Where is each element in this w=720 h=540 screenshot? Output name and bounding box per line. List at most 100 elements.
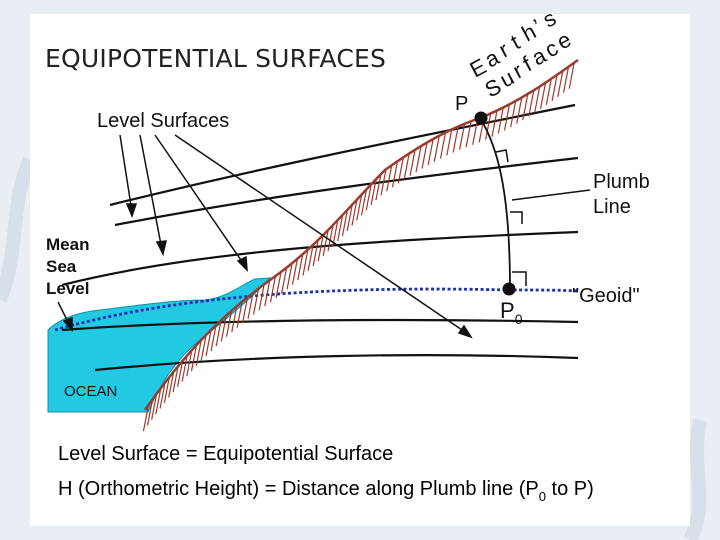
level-surfaces-label: Level Surfaces — [97, 110, 229, 132]
terrain-hatch — [465, 121, 472, 148]
terrain-hatch — [568, 62, 575, 89]
terrain-hatch — [528, 90, 535, 117]
right-angle-marker-1 — [495, 149, 509, 163]
terrain-hatch — [205, 329, 212, 356]
terrain-hatch — [181, 355, 188, 382]
caption-line-2: H (Orthometric Height) = Distance along … — [58, 478, 594, 504]
terrain-hatch — [397, 157, 404, 184]
point-p0-marker — [502, 282, 516, 296]
terrain-hatch — [386, 165, 393, 192]
caption-line-1: Level Surface = Equipotential Surface — [58, 443, 394, 465]
right-angle-marker-2 — [510, 211, 523, 224]
terrain-hatch — [433, 135, 440, 162]
terrain-hatch — [264, 280, 271, 307]
slide-title: EQUIPOTENTIAL SURFACES — [45, 44, 387, 73]
slide — [30, 14, 690, 526]
terrain-hatch — [365, 184, 372, 211]
terrain-hatch — [562, 66, 570, 93]
terrain-hatch — [146, 399, 154, 426]
terrain-hatch — [252, 288, 260, 315]
terrain-hatch — [291, 258, 299, 285]
ocean-area — [47, 277, 272, 413]
terrain-hatch — [380, 169, 387, 196]
terrain-hatch — [215, 320, 222, 347]
terrain-hatch — [375, 173, 382, 201]
terrain-hatch — [307, 244, 314, 271]
point-p0-label: P0 — [500, 298, 523, 327]
terrain-hatch — [370, 178, 377, 206]
earths-letter: s — [539, 5, 560, 32]
terrain-hatch — [337, 214, 344, 242]
terrain-hatch — [312, 239, 319, 267]
terrain-hatch — [356, 194, 363, 221]
level-surface-2 — [114, 156, 579, 227]
terrain-hatch — [177, 360, 184, 387]
terrain-hatch — [409, 149, 416, 176]
terrain-hatch — [327, 224, 334, 252]
terrain-hatch — [391, 161, 399, 188]
plumb-label: Plumb — [593, 171, 650, 193]
mean-label: Mean — [46, 235, 89, 254]
terrain-hatch — [439, 132, 447, 159]
terrain-hatch — [472, 118, 479, 145]
terrain-hatch — [220, 315, 227, 342]
earth-surface — [142, 58, 579, 432]
terrain-hatch — [322, 229, 329, 257]
terrain-hatch — [360, 189, 368, 216]
terrain-hatch — [163, 376, 170, 404]
terrain-hatch — [346, 204, 353, 231]
terrain-hatch — [236, 301, 243, 328]
terrain-hatch — [231, 306, 238, 333]
terrain-hatch — [403, 153, 410, 180]
terrain-hatch — [510, 100, 517, 128]
terrain-hatch — [159, 382, 166, 409]
terrain-hatch — [522, 93, 529, 121]
terrain-hatch — [258, 284, 265, 311]
sea-label: Sea — [46, 257, 77, 276]
terrain-hatch — [275, 271, 282, 299]
terrain-hatch — [155, 388, 162, 415]
terrain-hatch — [225, 310, 233, 337]
terrain-hatch — [168, 371, 175, 398]
terrain-hatch — [210, 324, 217, 352]
point-p-marker — [474, 111, 488, 125]
terrain-hatch — [485, 113, 492, 140]
point-p-label: P — [455, 93, 468, 115]
terrain-hatch — [297, 254, 304, 281]
terrain-hatch — [142, 404, 150, 432]
plumb-label-pointer — [511, 189, 591, 201]
terrain-hatch — [190, 344, 198, 372]
level-surface-1 — [109, 103, 576, 207]
terrain-hatch — [247, 292, 254, 319]
earths-letter: t — [507, 29, 524, 54]
terrain-hatch — [459, 123, 466, 150]
terrain-hatch — [534, 86, 541, 113]
level-surface-arrows — [119, 134, 473, 339]
plumb-line — [479, 117, 511, 291]
level-label: Level — [46, 279, 89, 298]
terrain-hatch — [241, 297, 249, 324]
terrain-hatch — [286, 263, 293, 290]
terrain-hatch — [452, 126, 459, 153]
terrain-hatch — [281, 267, 288, 294]
terrain-hatch — [516, 97, 523, 124]
terrain-hatch — [421, 142, 428, 169]
terrain-hatch — [557, 70, 564, 97]
terrain-hatch — [545, 78, 552, 105]
terrain-hatch — [172, 365, 179, 393]
terrain-hatch — [427, 138, 434, 166]
ocean-label: OCEAN — [64, 383, 117, 400]
mean-sea-level-arrow — [57, 301, 73, 332]
terrain-hatch — [539, 82, 547, 109]
terrain-hatch — [186, 350, 193, 377]
terrain-hatch — [200, 334, 207, 361]
terrain-hatch — [497, 107, 504, 134]
terrain-hatch — [415, 145, 422, 173]
terrain-hatch — [503, 104, 511, 131]
terrain-hatch — [269, 275, 277, 303]
terrain-hatch — [491, 110, 498, 137]
level-surface-4 — [61, 318, 579, 332]
terrain-hatch — [341, 209, 349, 236]
